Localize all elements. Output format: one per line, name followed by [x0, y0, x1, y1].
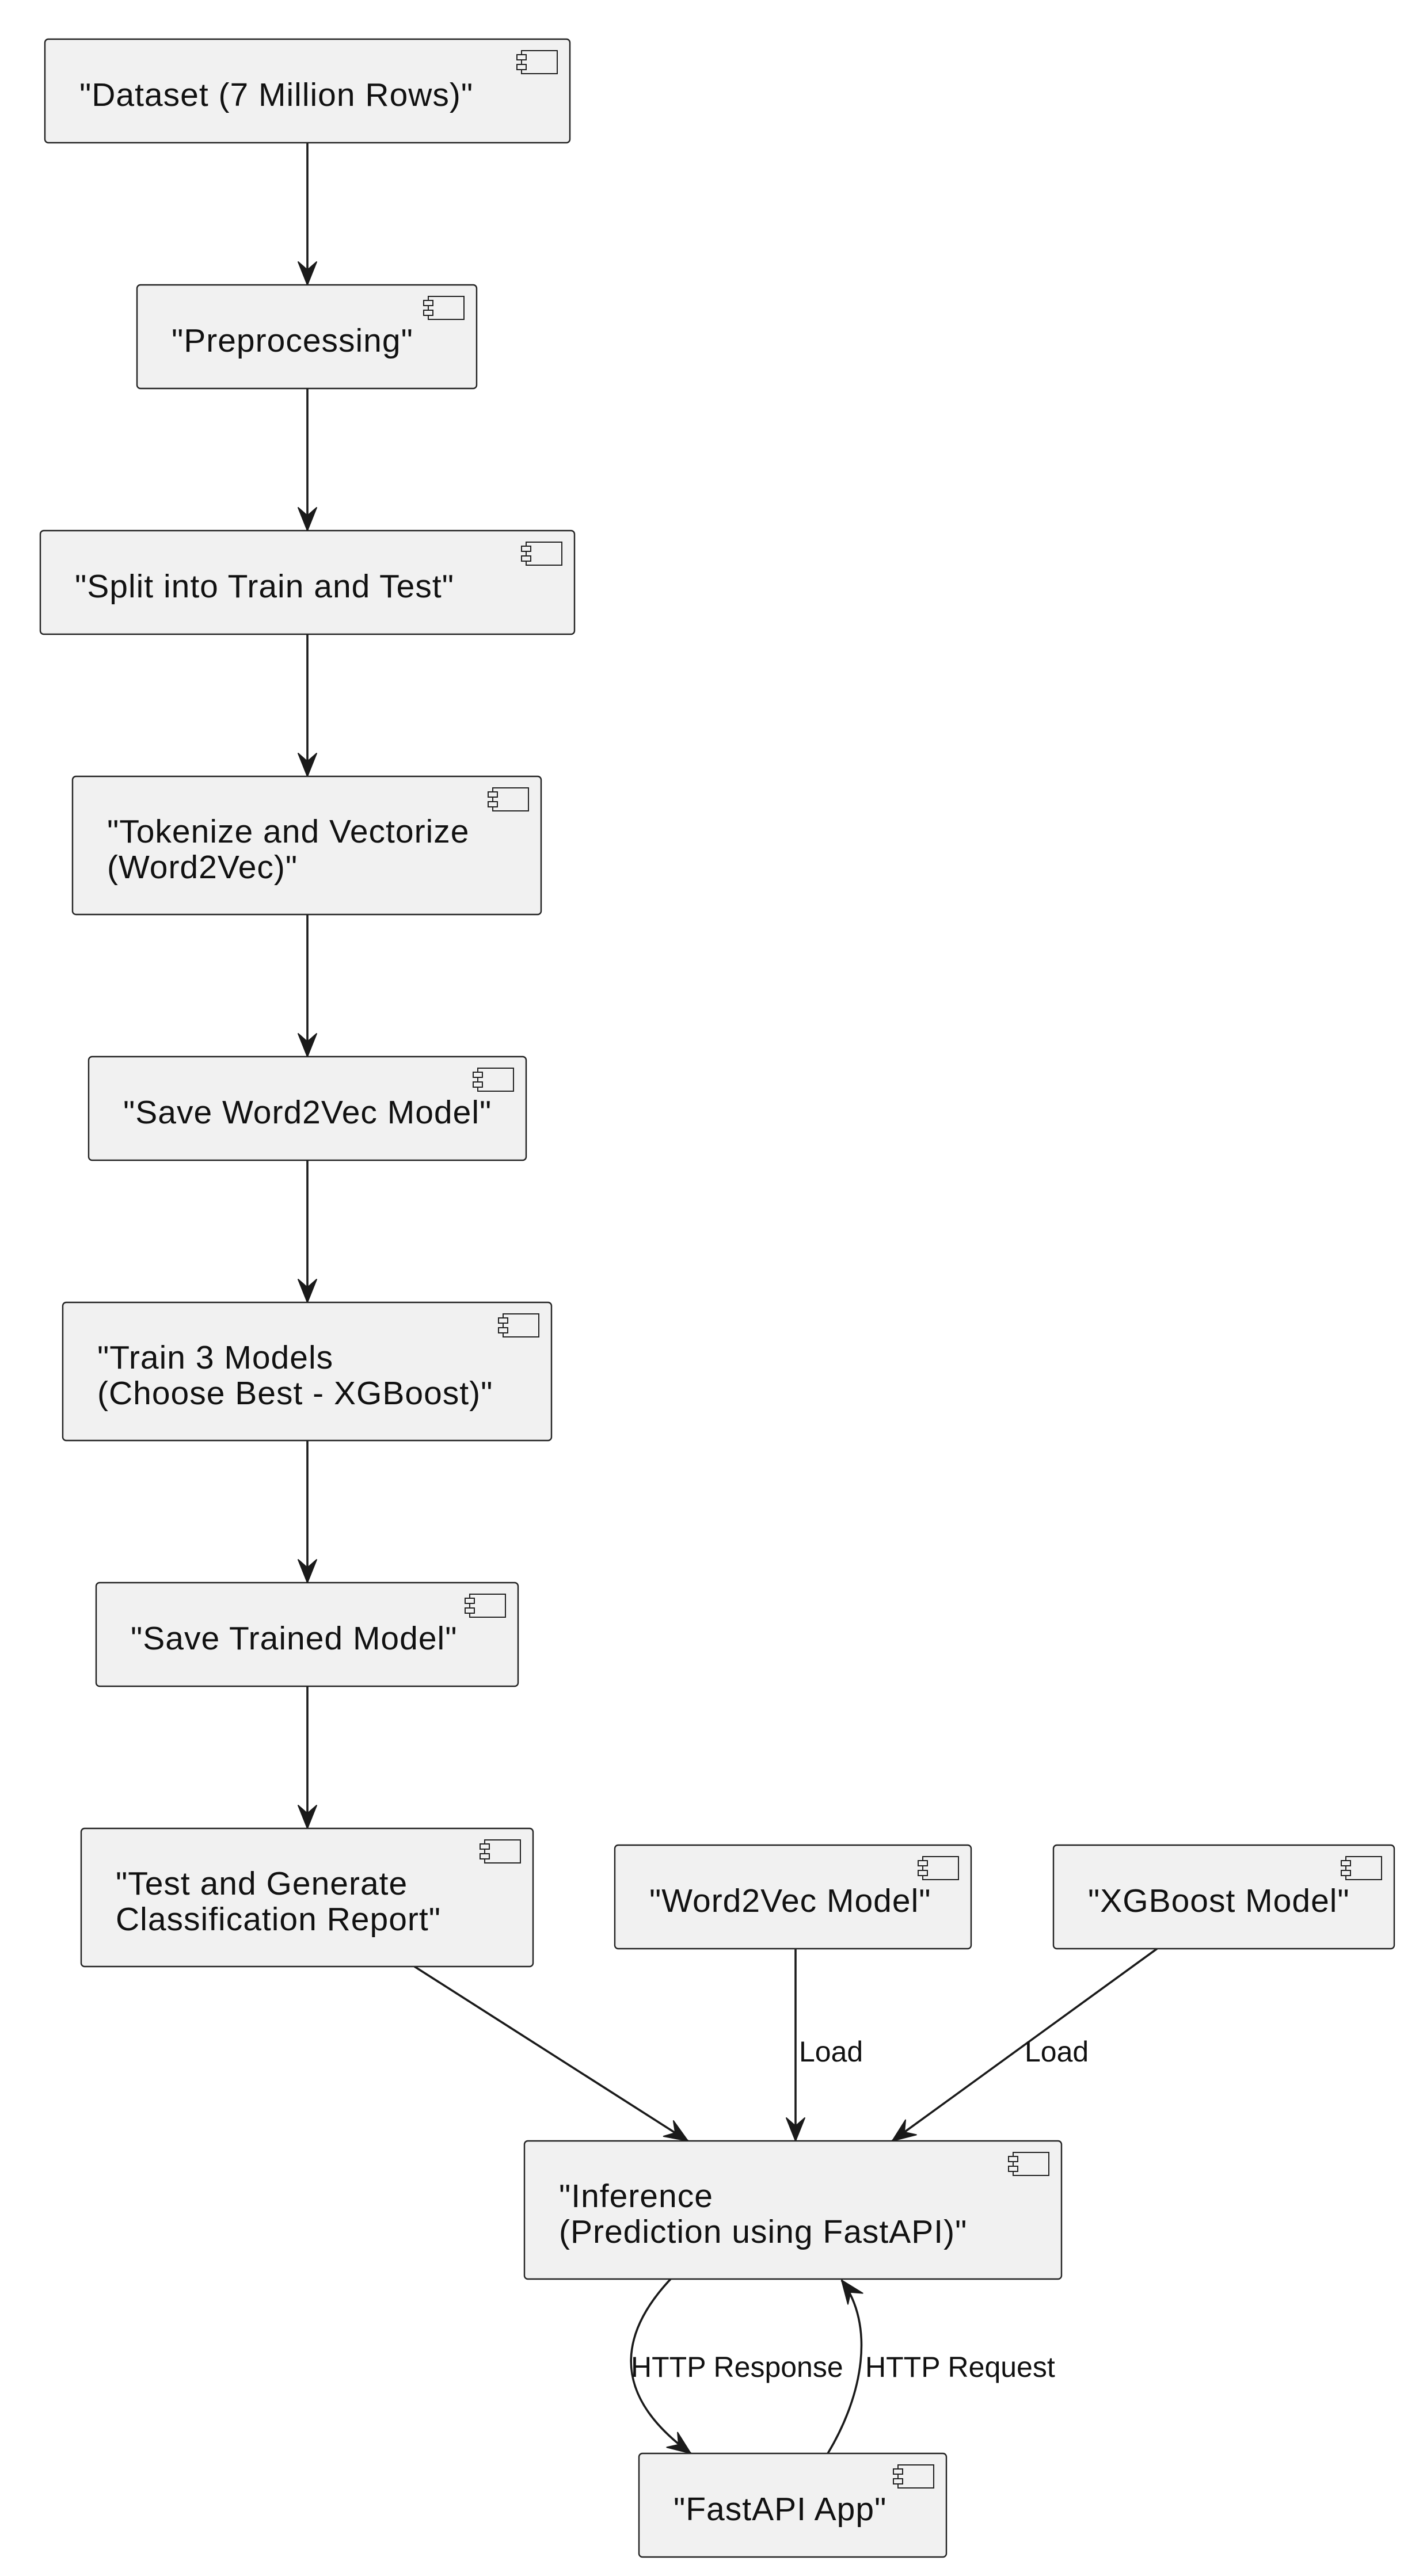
node-label-line: "Test and Generate [116, 1865, 408, 1902]
node-w2v-model: "Word2Vec Model" [614, 1844, 972, 1950]
node-xgb-model: "XGBoost Model" [1052, 1844, 1395, 1950]
edge-label: Load [799, 2036, 863, 2068]
arrow-head [892, 2119, 917, 2141]
node-label-line: "Train 3 Models [97, 1339, 333, 1376]
node-preprocessing: "Preprocessing" [136, 284, 478, 390]
node-label-line: (Word2Vec)" [107, 849, 298, 886]
component-icon [465, 1594, 506, 1618]
arrow-head [666, 2432, 691, 2454]
arrow-head [298, 507, 317, 531]
component-icon [473, 1068, 514, 1092]
node-label-line: "Save Word2Vec Model" [123, 1094, 492, 1131]
node-label-line: "Inference [559, 2178, 713, 2215]
node-tokenize: "Tokenize and Vectorize(Word2Vec)" [71, 775, 542, 916]
edge-fastapi-app-to-inference: HTTP Request [827, 2279, 1055, 2454]
arrow-head [841, 2280, 863, 2305]
node-label-line: "XGBoost Model" [1088, 1883, 1350, 1919]
component-icon [423, 296, 465, 320]
component-icon [1008, 2152, 1049, 2176]
component-icon [498, 1313, 539, 1337]
component-icon [521, 542, 562, 566]
arrow-head [298, 1559, 317, 1583]
node-label-line: "Preprocessing" [172, 322, 413, 359]
arrow-head [298, 1033, 317, 1057]
node-label-line: "Tokenize and Vectorize [107, 813, 469, 850]
node-save-w2v: "Save Word2Vec Model" [87, 1055, 527, 1161]
edge-xgb-model-to-inference: Load [891, 1948, 1158, 2142]
edge-line [891, 1948, 1158, 2142]
component-icon [480, 1839, 521, 1864]
component-icon [918, 1856, 959, 1880]
node-label-line: (Choose Best - XGBoost)" [97, 1375, 493, 1412]
node-label-line: "Save Trained Model" [131, 1620, 457, 1657]
node-split: "Split into Train and Test" [39, 529, 576, 635]
arrow-head [298, 261, 317, 285]
edge-preprocessing-to-split [298, 388, 317, 531]
arrow-head [298, 753, 317, 777]
node-label-line: "Split into Train and Test" [75, 568, 454, 605]
edge-split-to-tokenize [298, 634, 317, 777]
component-icon [516, 50, 558, 74]
arrow-head [663, 2120, 688, 2141]
edge-save-trained-to-test-report [298, 1686, 317, 1829]
node-label-line: (Prediction using FastAPI)" [559, 2213, 967, 2250]
node-label-line: Classification Report" [116, 1901, 441, 1938]
node-inference: "Inference(Prediction using FastAPI)" [523, 2140, 1063, 2280]
node-label-line: "FastAPI App" [674, 2491, 886, 2528]
arrow-head [298, 1805, 317, 1829]
edge-label: HTTP Response [631, 2351, 843, 2383]
component-icon [1341, 1856, 1382, 1880]
node-dataset: "Dataset (7 Million Rows)" [44, 38, 571, 144]
edge-dataset-to-preprocessing [298, 143, 317, 285]
arrow-head [786, 2117, 805, 2141]
edge-train-to-save-trained [298, 1441, 317, 1583]
edge-w2v-model-to-inference: Load [786, 1949, 863, 2141]
edge-label: Load [1025, 2036, 1089, 2068]
node-fastapi-app: "FastAPI App" [638, 2452, 948, 2558]
edge-line [414, 1965, 688, 2142]
component-icon [893, 2464, 934, 2489]
component-icon [488, 787, 529, 811]
edge-save-w2v-to-train [298, 1160, 317, 1303]
edge-line [630, 2278, 692, 2455]
edge-tokenize-to-save-w2v [298, 914, 317, 1057]
edge-inference-to-fastapi-app: HTTP Response [630, 2278, 843, 2455]
node-train: "Train 3 Models(Choose Best - XGBoost)" [62, 1301, 553, 1442]
edge-test-report-to-inference [414, 1965, 688, 2142]
arrow-head [298, 1279, 317, 1303]
node-save-trained: "Save Trained Model" [95, 1582, 519, 1687]
edge-label: HTTP Request [865, 2351, 1055, 2383]
nodes-layer: "Dataset (7 Million Rows)" "Preprocessing… [39, 38, 1395, 2558]
node-label-line: "Dataset (7 Million Rows)" [79, 77, 473, 113]
node-label-line: "Word2Vec Model" [649, 1883, 931, 1919]
edge-line [827, 2279, 863, 2454]
